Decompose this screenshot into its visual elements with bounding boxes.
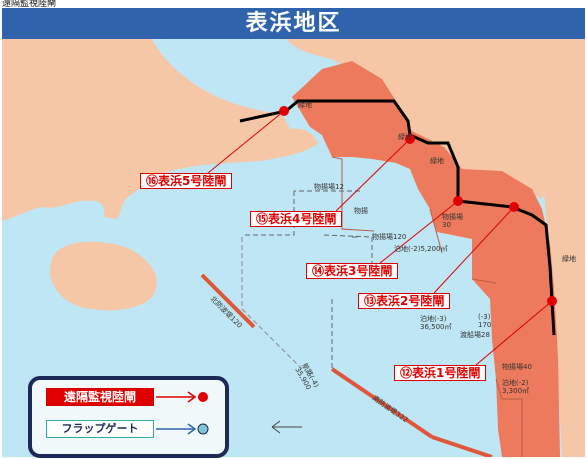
leader-2 bbox=[433, 206, 515, 294]
legend-flap-arrow bbox=[156, 423, 209, 435]
label-butsuryo: 物揚 bbox=[354, 206, 368, 215]
label-ryokuchi-3: 緑地 bbox=[430, 156, 444, 165]
land-north bbox=[286, 39, 585, 199]
island bbox=[50, 241, 157, 311]
gate-label-4[interactable]: ⑮表浜4号陸閘 bbox=[250, 211, 343, 227]
leader-4 bbox=[335, 138, 411, 212]
gate-label-5[interactable]: ⑯表浜5号陸閘 bbox=[140, 173, 233, 189]
port-limit-dashed bbox=[242, 190, 373, 369]
label-hakuchi-36500: 泊地(-3)36,500㎡ bbox=[420, 314, 452, 331]
label-ryokuchi-4: 緑地 bbox=[562, 254, 576, 263]
land-west bbox=[2, 39, 318, 221]
label-hakuchi-3300: 泊地(-2)3,300㎡ bbox=[502, 378, 529, 395]
land-spit bbox=[262, 134, 310, 155]
legend-remote-marker bbox=[198, 392, 208, 402]
channel-dashed bbox=[241, 237, 303, 370]
label-kishi-3: (-3)170 bbox=[478, 313, 491, 329]
breakwater-bottom bbox=[431, 435, 493, 457]
breakwater-south bbox=[330, 367, 434, 439]
breakwater-north bbox=[200, 273, 256, 329]
gate-label-1[interactable]: ⑫表浜1号陸閘 bbox=[394, 365, 487, 381]
quay-lines bbox=[331, 156, 523, 457]
leader-5 bbox=[207, 110, 285, 174]
legend-flap-label: フラップゲート bbox=[46, 420, 154, 438]
top-label: 遠隔監視陸閘 bbox=[2, 0, 57, 8]
legend-flap-marker bbox=[197, 423, 209, 435]
legend-remote-label: 遠隔監視陸閘 bbox=[46, 388, 154, 406]
label-ryokuchi-2: 緑地 bbox=[398, 132, 412, 141]
page-title: 表浜地区 bbox=[2, 8, 585, 39]
label-butsuryo-40: 物揚場40 bbox=[502, 362, 532, 371]
label-tosen-28: 渡船場28 bbox=[460, 330, 490, 339]
legend-remote-arrow bbox=[156, 391, 208, 403]
label-butsuryo-12: 物揚場12 bbox=[314, 182, 344, 191]
seawall-line-west bbox=[239, 99, 556, 336]
leader-3 bbox=[379, 200, 459, 264]
label-hakuchi-5200: 泊地(-2)5,200㎡ bbox=[394, 244, 447, 253]
leader-1 bbox=[475, 300, 553, 366]
label-ryokuchi-1: 緑地 bbox=[298, 100, 312, 109]
label-butsuryo-120: 物揚場120 bbox=[372, 232, 406, 241]
water-arrow bbox=[271, 420, 302, 434]
legend-box: 遠隔監視陸閘 フラップゲート bbox=[28, 376, 229, 458]
gate-label-2[interactable]: ⑬表浜2号陸閘 bbox=[358, 293, 451, 309]
gate-label-3[interactable]: ⑭表浜3号陸閘 bbox=[306, 263, 399, 279]
land-east bbox=[542, 139, 585, 457]
